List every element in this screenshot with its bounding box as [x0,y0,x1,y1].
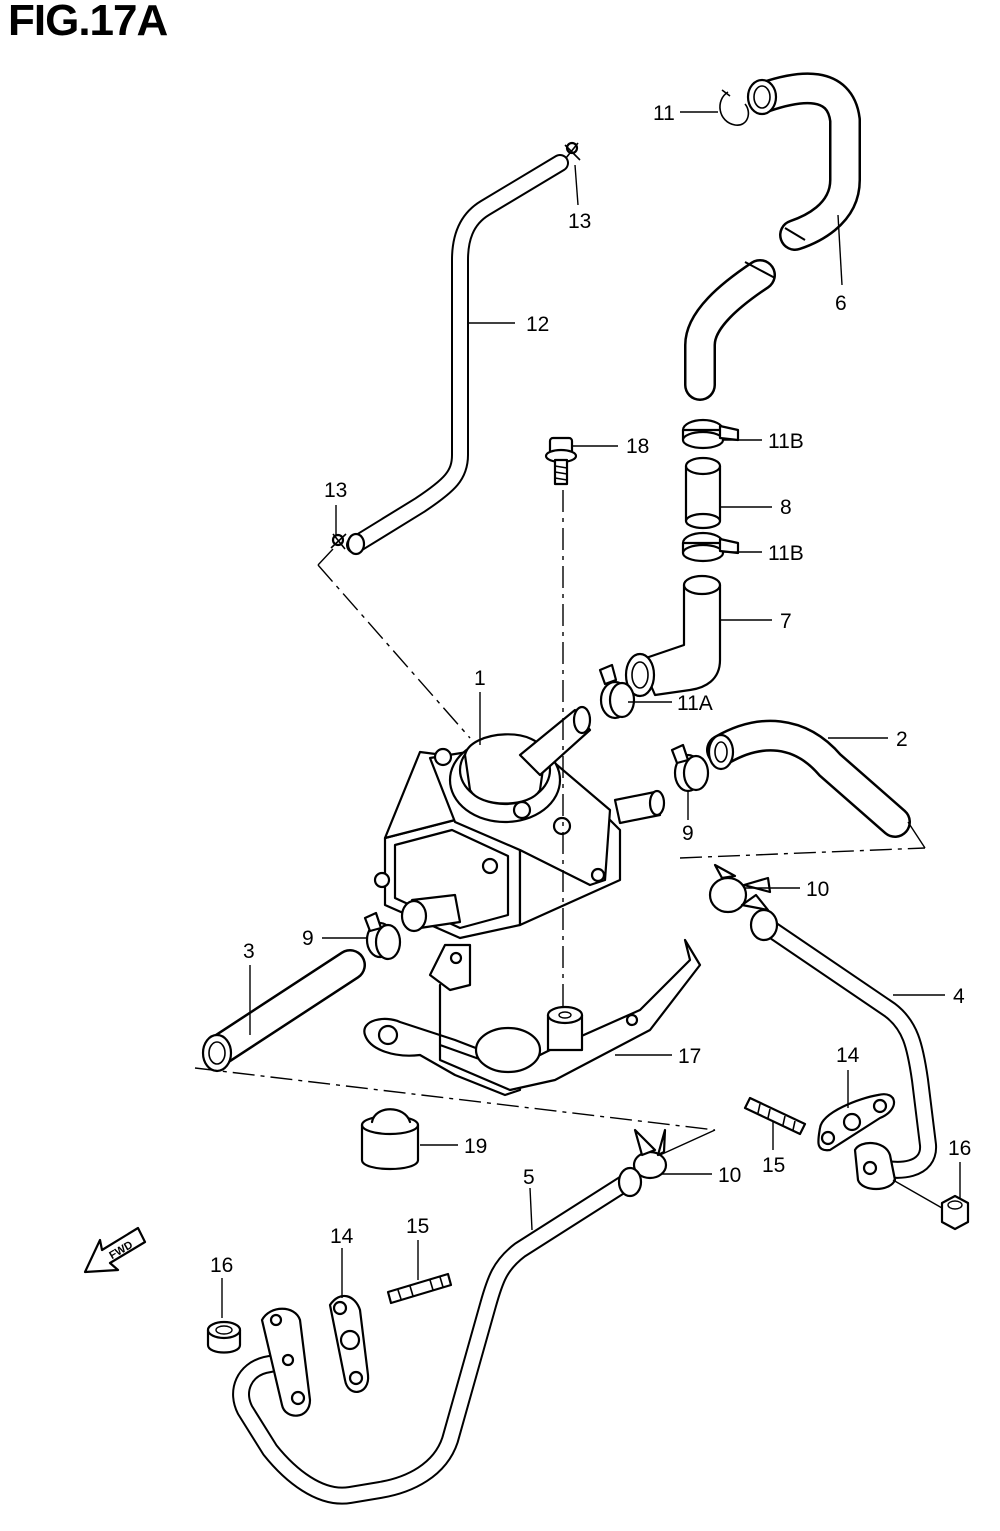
part-14-gasket-left [328,1294,370,1393]
callout-10-top: 10 [806,878,829,901]
callouts: 11 6 13 12 13 18 11B 8 11B 7 1 11A 2 9 1… [210,102,971,1277]
figure-title: FIG.17A [8,0,168,45]
part-4-pipe [749,908,937,1191]
part-7-elbow-hose [624,574,722,698]
callout-14-right: 14 [836,1044,860,1067]
callout-7: 7 [780,610,792,633]
part-1-valve [373,705,666,940]
part-18-bolt [544,436,578,486]
callout-2: 2 [896,728,908,751]
fwd-arrow-icon: FWD [83,1226,147,1274]
callout-14-left: 14 [330,1225,354,1248]
callout-4: 4 [953,985,965,1008]
part-15-stud-left [386,1272,453,1305]
leader-lines [221,111,961,1318]
callout-3: 3 [243,940,255,963]
callout-8: 8 [780,496,792,519]
part-10-gasket-top [708,863,772,914]
callout-11b-top: 11B [768,430,804,453]
part-9-clamp-left [363,911,402,961]
part-13-clip-top [564,141,581,161]
callout-11a: 11A [677,692,713,715]
callout-12: 12 [526,313,549,336]
part-9-clamp-right [670,743,710,793]
callout-15-left: 15 [406,1215,429,1238]
part-14-gasket-right [817,1093,896,1152]
callout-1: 1 [474,667,486,690]
callout-9-right: 9 [682,822,694,845]
part-11a-clamp [598,663,636,720]
callout-19: 19 [464,1135,487,1158]
part-5-pipe [232,1166,643,1505]
part-17-bracket [363,938,702,1097]
callout-11: 11 [653,102,675,125]
callout-16-left: 16 [210,1254,233,1277]
callout-13-bottom: 13 [324,479,347,502]
part-16-nut-left [206,1320,242,1354]
part-11b-clamp-top [681,418,740,450]
part-11-clip [719,89,750,126]
part-19-cap [360,1108,420,1170]
callout-9-left: 9 [302,927,314,950]
part-10-gasket-bottom [632,1128,668,1180]
part-6-hose [684,72,861,401]
part-11b-clamp-bottom [681,531,740,563]
callout-16-right: 16 [948,1137,971,1160]
callout-18: 18 [626,435,649,458]
fwd-label: FWD [107,1239,135,1262]
reference-lines [194,490,926,1156]
part-15-stud-right [743,1096,807,1136]
callout-11b-bottom: 11B [768,542,804,565]
callout-13-top: 13 [568,210,591,233]
part-16-nut-right [940,1194,970,1231]
part-12-tube [346,154,569,556]
part-13-clip-bottom [330,533,347,550]
callout-17: 17 [678,1045,701,1068]
callout-10-bottom: 10 [718,1164,741,1187]
callout-6: 6 [835,292,847,315]
part-8-pipe [684,456,722,530]
part-2-hose [706,719,911,838]
callout-15-right: 15 [762,1154,785,1177]
callout-5: 5 [523,1166,535,1189]
part-3-hose [201,949,366,1073]
